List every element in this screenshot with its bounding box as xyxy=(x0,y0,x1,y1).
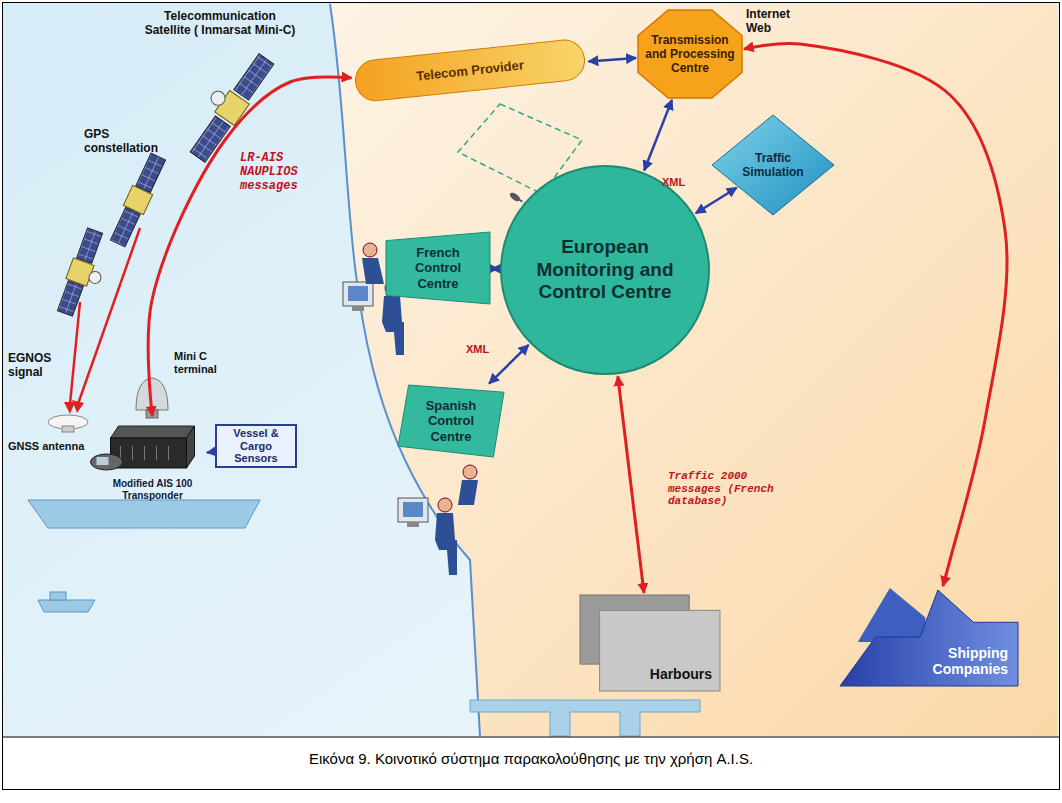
flow-arrow xyxy=(644,100,672,171)
node-label: Shipping Companies xyxy=(912,645,1008,678)
callout-label: GPS constellation xyxy=(84,128,166,156)
simulation-diamond: Traffic Simulation xyxy=(712,115,834,215)
flow-arrow xyxy=(618,376,644,593)
company-block: Shipping Companies xyxy=(840,588,1018,686)
callout-label: Mini C terminal xyxy=(174,350,236,375)
node-text: Shipping Companies xyxy=(912,645,1008,678)
flow-arrow xyxy=(207,451,213,454)
gnss-signal xyxy=(64,228,140,414)
edge-label: XML xyxy=(662,176,702,189)
small-ship xyxy=(38,592,95,612)
node-text: European Monitoring and Control Centre xyxy=(520,236,690,303)
spanish-operators xyxy=(398,465,478,575)
figure-frame xyxy=(3,3,1060,790)
callout-label: Telecommunication Satellite ( Inmarsat M… xyxy=(140,10,300,38)
node-text: Modified AIS 100 Transponder xyxy=(101,478,205,502)
node-label: Transmission and Processing Centre xyxy=(644,33,736,75)
gnss-antenna xyxy=(48,415,88,432)
node-text: Spanish Control Centre xyxy=(408,398,494,444)
node-label: French Control Centre xyxy=(396,245,480,291)
flow-arrow xyxy=(492,267,498,270)
node-text: Harbours xyxy=(632,666,712,683)
egnos-satellite xyxy=(55,227,116,321)
node-label: Traffic Simulation xyxy=(737,151,809,179)
node-label: Vessel & Cargo Sensors xyxy=(219,427,293,466)
node-label: European Monitoring and Control Centre xyxy=(520,236,690,303)
edge-label: XML xyxy=(466,343,506,356)
node-text: Vessel & Cargo Sensors xyxy=(219,427,293,466)
sea-ground xyxy=(3,3,1059,737)
callout-label: GNSS antenna xyxy=(8,440,96,453)
edge-label: Traffic 2000 messages (French database) xyxy=(668,470,780,508)
inmarsat-satellite xyxy=(178,45,276,164)
node-text: Transmission and Processing Centre xyxy=(644,33,736,75)
control-centre: French Control Centre xyxy=(386,232,490,304)
flow-arrow xyxy=(489,345,528,384)
land-ground xyxy=(330,4,1058,736)
harbour-block: Harbours xyxy=(580,595,720,691)
node-label: Harbours xyxy=(632,666,712,683)
sensor-box: Vessel & Cargo Sensors xyxy=(215,424,297,468)
edge-label: Internet Web xyxy=(746,8,806,36)
flow-arrow xyxy=(588,58,636,61)
node-label: Spanish Control Centre xyxy=(408,398,494,444)
transponder: Modified AIS 100 Transponder xyxy=(100,418,205,502)
node-text: Traffic Simulation xyxy=(737,151,809,179)
coastline xyxy=(330,4,480,736)
control-centre: Spanish Control Centre xyxy=(398,385,504,457)
processing-octagon: Transmission and Processing Centre xyxy=(638,10,742,98)
flow-arrow xyxy=(696,188,737,214)
ship-hull xyxy=(28,500,260,528)
telecom-band: Telecom Provider xyxy=(354,38,587,103)
edge-label: LR-AIS NAUPLIOS messages xyxy=(240,152,328,193)
figure-caption: Εικόνα 9. Κοινοτικό σύστημα παρακολούθησ… xyxy=(0,750,1062,767)
caption-rule xyxy=(3,737,1060,738)
pier xyxy=(470,700,700,736)
node-label: Modified AIS 100 Transponder xyxy=(101,478,205,502)
flow-arrow xyxy=(148,77,351,416)
control-circle: European Monitoring and Control Centre xyxy=(500,165,710,375)
callout-label: EGNOS signal xyxy=(8,352,62,380)
node-text: French Control Centre xyxy=(396,245,480,291)
